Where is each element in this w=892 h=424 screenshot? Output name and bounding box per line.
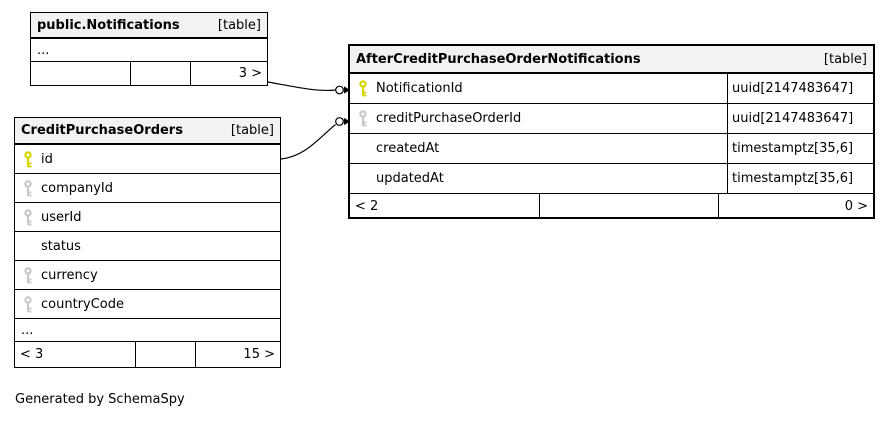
table-node-aftercreditpurchaseordernotifications: AfterCreditPurchaseOrderNotifications [t… [348, 44, 875, 219]
column-type: uuid[2147483647] [727, 74, 873, 103]
column-name: updatedAt [376, 171, 444, 186]
footer-cell-right: 15 > [243, 347, 275, 362]
column-row: status [15, 232, 280, 261]
primary-key-icon [15, 150, 41, 168]
relationship-line-creditpurchaseorders [280, 124, 336, 160]
table-node-creditpurchaseorders: CreditPurchaseOrders [table] id companyI… [14, 117, 281, 368]
cardinality-circle-icon [335, 85, 344, 95]
footer-cell-left [31, 62, 131, 85]
index-key-icon [15, 208, 41, 226]
table-tag: [table] [823, 51, 867, 67]
more-columns-row: ... [15, 319, 280, 342]
footer-cell-right: 0 > [844, 199, 868, 214]
table-title[interactable]: public.Notifications [37, 17, 180, 33]
footer-cell-right: 3 > [238, 66, 262, 81]
table-node-public-notifications: public.Notifications [table] ... 3 > [30, 12, 268, 86]
column-row: createdAt timestamptz[35,6] [350, 134, 873, 164]
column-name: currency [41, 267, 98, 283]
column-row: companyId [15, 174, 280, 203]
table-footer: < 3 15 > [15, 342, 280, 367]
column-name: creditPurchaseOrderId [376, 111, 522, 126]
column-row: NotificationId uuid[2147483647] [350, 74, 873, 104]
column-name: status [41, 238, 81, 254]
column-row: countryCode [15, 290, 280, 319]
column-row: creditPurchaseOrderId uuid[2147483647] [350, 104, 873, 134]
index-key-icon [15, 179, 41, 197]
table-tag: [table] [230, 123, 274, 138]
table-footer: 3 > [31, 62, 267, 85]
column-name: countryCode [41, 296, 124, 312]
table-tag: [table] [217, 17, 261, 33]
table-header[interactable]: CreditPurchaseOrders [table] [15, 118, 280, 145]
table-footer: < 2 0 > [350, 194, 873, 219]
generated-by-caption: Generated by SchemaSpy [15, 392, 185, 407]
relationship-line-notifications [267, 81, 336, 92]
table-header[interactable]: AfterCreditPurchaseOrderNotifications [t… [350, 46, 873, 74]
footer-cell-left: < 2 [350, 194, 540, 219]
column-type: uuid[2147483647] [727, 104, 873, 133]
footer-cell-mid [131, 62, 191, 85]
primary-key-icon [350, 80, 376, 97]
column-row: updatedAt timestamptz[35,6] [350, 164, 873, 194]
table-title[interactable]: AfterCreditPurchaseOrderNotifications [356, 51, 641, 67]
footer-cell-mid [540, 194, 719, 219]
arrowhead-icon [344, 86, 350, 94]
column-name: userId [41, 209, 82, 225]
column-row: currency [15, 261, 280, 290]
index-key-icon [15, 295, 41, 313]
column-name: createdAt [376, 141, 440, 156]
column-name: companyId [41, 180, 114, 196]
index-key-icon [15, 266, 41, 284]
footer-cell-left: < 3 [15, 342, 136, 367]
more-columns-row: ... [31, 39, 267, 62]
column-row: userId [15, 203, 280, 232]
column-name: NotificationId [376, 81, 463, 96]
arrowhead-icon [344, 117, 350, 126]
table-header[interactable]: public.Notifications [table] [31, 13, 267, 39]
column-type: timestamptz[35,6] [727, 134, 873, 163]
index-key-icon [350, 110, 376, 127]
cardinality-circle-icon [335, 117, 344, 126]
footer-cell-mid [136, 342, 196, 367]
column-row: id [15, 145, 280, 174]
column-name: id [41, 151, 53, 167]
table-title[interactable]: CreditPurchaseOrders [21, 123, 183, 138]
column-type: timestamptz[35,6] [727, 164, 873, 193]
